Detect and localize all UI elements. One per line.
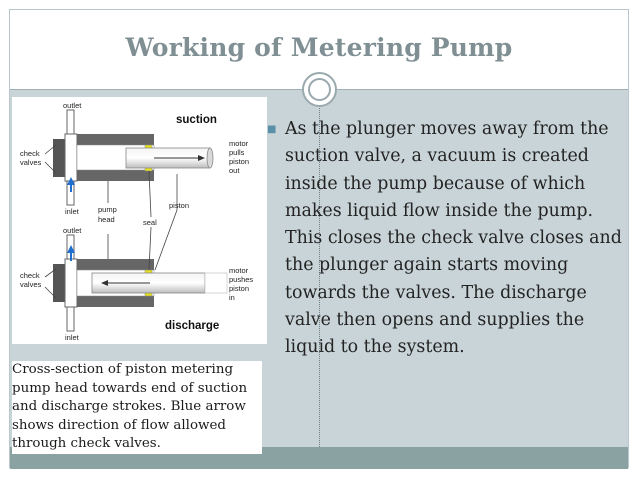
piston-label: piston: [169, 201, 189, 210]
check-valves-label-top-2: valves: [20, 158, 42, 167]
seal-label: seal: [143, 218, 157, 227]
motor-top-label-1: motor: [229, 139, 249, 148]
motor-bottom-label-4: in: [229, 293, 235, 302]
pump-head-label-1: pump: [98, 205, 117, 214]
square-bullet-icon: ■: [267, 124, 277, 135]
motor-top-label-2: pulls: [229, 148, 245, 157]
outlet-pipe-top: [66, 109, 75, 135]
pump-diagram-svg: suction discharge outlet inlet outlet in…: [20, 101, 253, 342]
motor-top-label-3: piston: [229, 157, 249, 166]
bullet-text: As the plunger moves away from the sucti…: [285, 119, 622, 358]
piston-trace-bottom: [204, 272, 228, 294]
pump-head-upper-bottom: [77, 259, 154, 270]
column-divider: [319, 89, 320, 447]
inlet-label-top: inlet: [65, 207, 80, 216]
inlet-pipe-bottom: [66, 306, 75, 332]
pump-head-upper-top: [77, 134, 154, 145]
outlet-label-bottom: outlet: [63, 226, 82, 235]
motor-bottom-label-3: piston: [229, 284, 249, 293]
outlet-label-top: outlet: [63, 101, 82, 110]
discharge-stroke: [53, 234, 228, 332]
valve-chamber-top: [64, 133, 78, 182]
check-valves-label-bottom-1: check: [20, 271, 40, 280]
slide-title: Working of Metering Pump: [125, 33, 513, 62]
pump-head-label-2: head: [98, 215, 115, 224]
motion-arrowhead-bottom: [101, 280, 108, 286]
flow-arrowhead-top: [67, 177, 75, 185]
suction-heading: suction: [176, 114, 217, 126]
valve-chamber-bottom: [64, 258, 78, 308]
check-valves-label-top-1: check: [20, 149, 40, 158]
motion-arrowhead-top: [198, 155, 205, 161]
piston-end-top: [206, 147, 214, 169]
discharge-heading: discharge: [165, 320, 219, 332]
flow-arrowhead-bottom: [67, 245, 75, 253]
motor-bottom-label-1: motor: [229, 266, 249, 275]
motor-bottom-label-2: pushes: [229, 275, 253, 284]
pump-head-lower-top: [77, 170, 154, 181]
diagram-caption: Cross-section of piston metering pump he…: [12, 361, 262, 454]
check-valve-top: [53, 139, 65, 177]
leader-lines: [44, 144, 178, 299]
circle-ornament-icon: [302, 72, 337, 107]
suction-stroke: [53, 109, 214, 206]
circle-ornament-inner: [308, 78, 331, 101]
motor-top-label-4: out: [229, 166, 240, 175]
bullet-point: As the plunger moves away from the sucti…: [265, 116, 630, 362]
check-valve-bottom: [53, 264, 65, 302]
check-valves-label-bottom-2: valves: [20, 280, 42, 289]
pump-diagram: suction discharge outlet inlet outlet in…: [12, 97, 267, 344]
inlet-label-bottom: inlet: [65, 333, 80, 342]
pump-head-lower-bottom: [77, 296, 154, 307]
